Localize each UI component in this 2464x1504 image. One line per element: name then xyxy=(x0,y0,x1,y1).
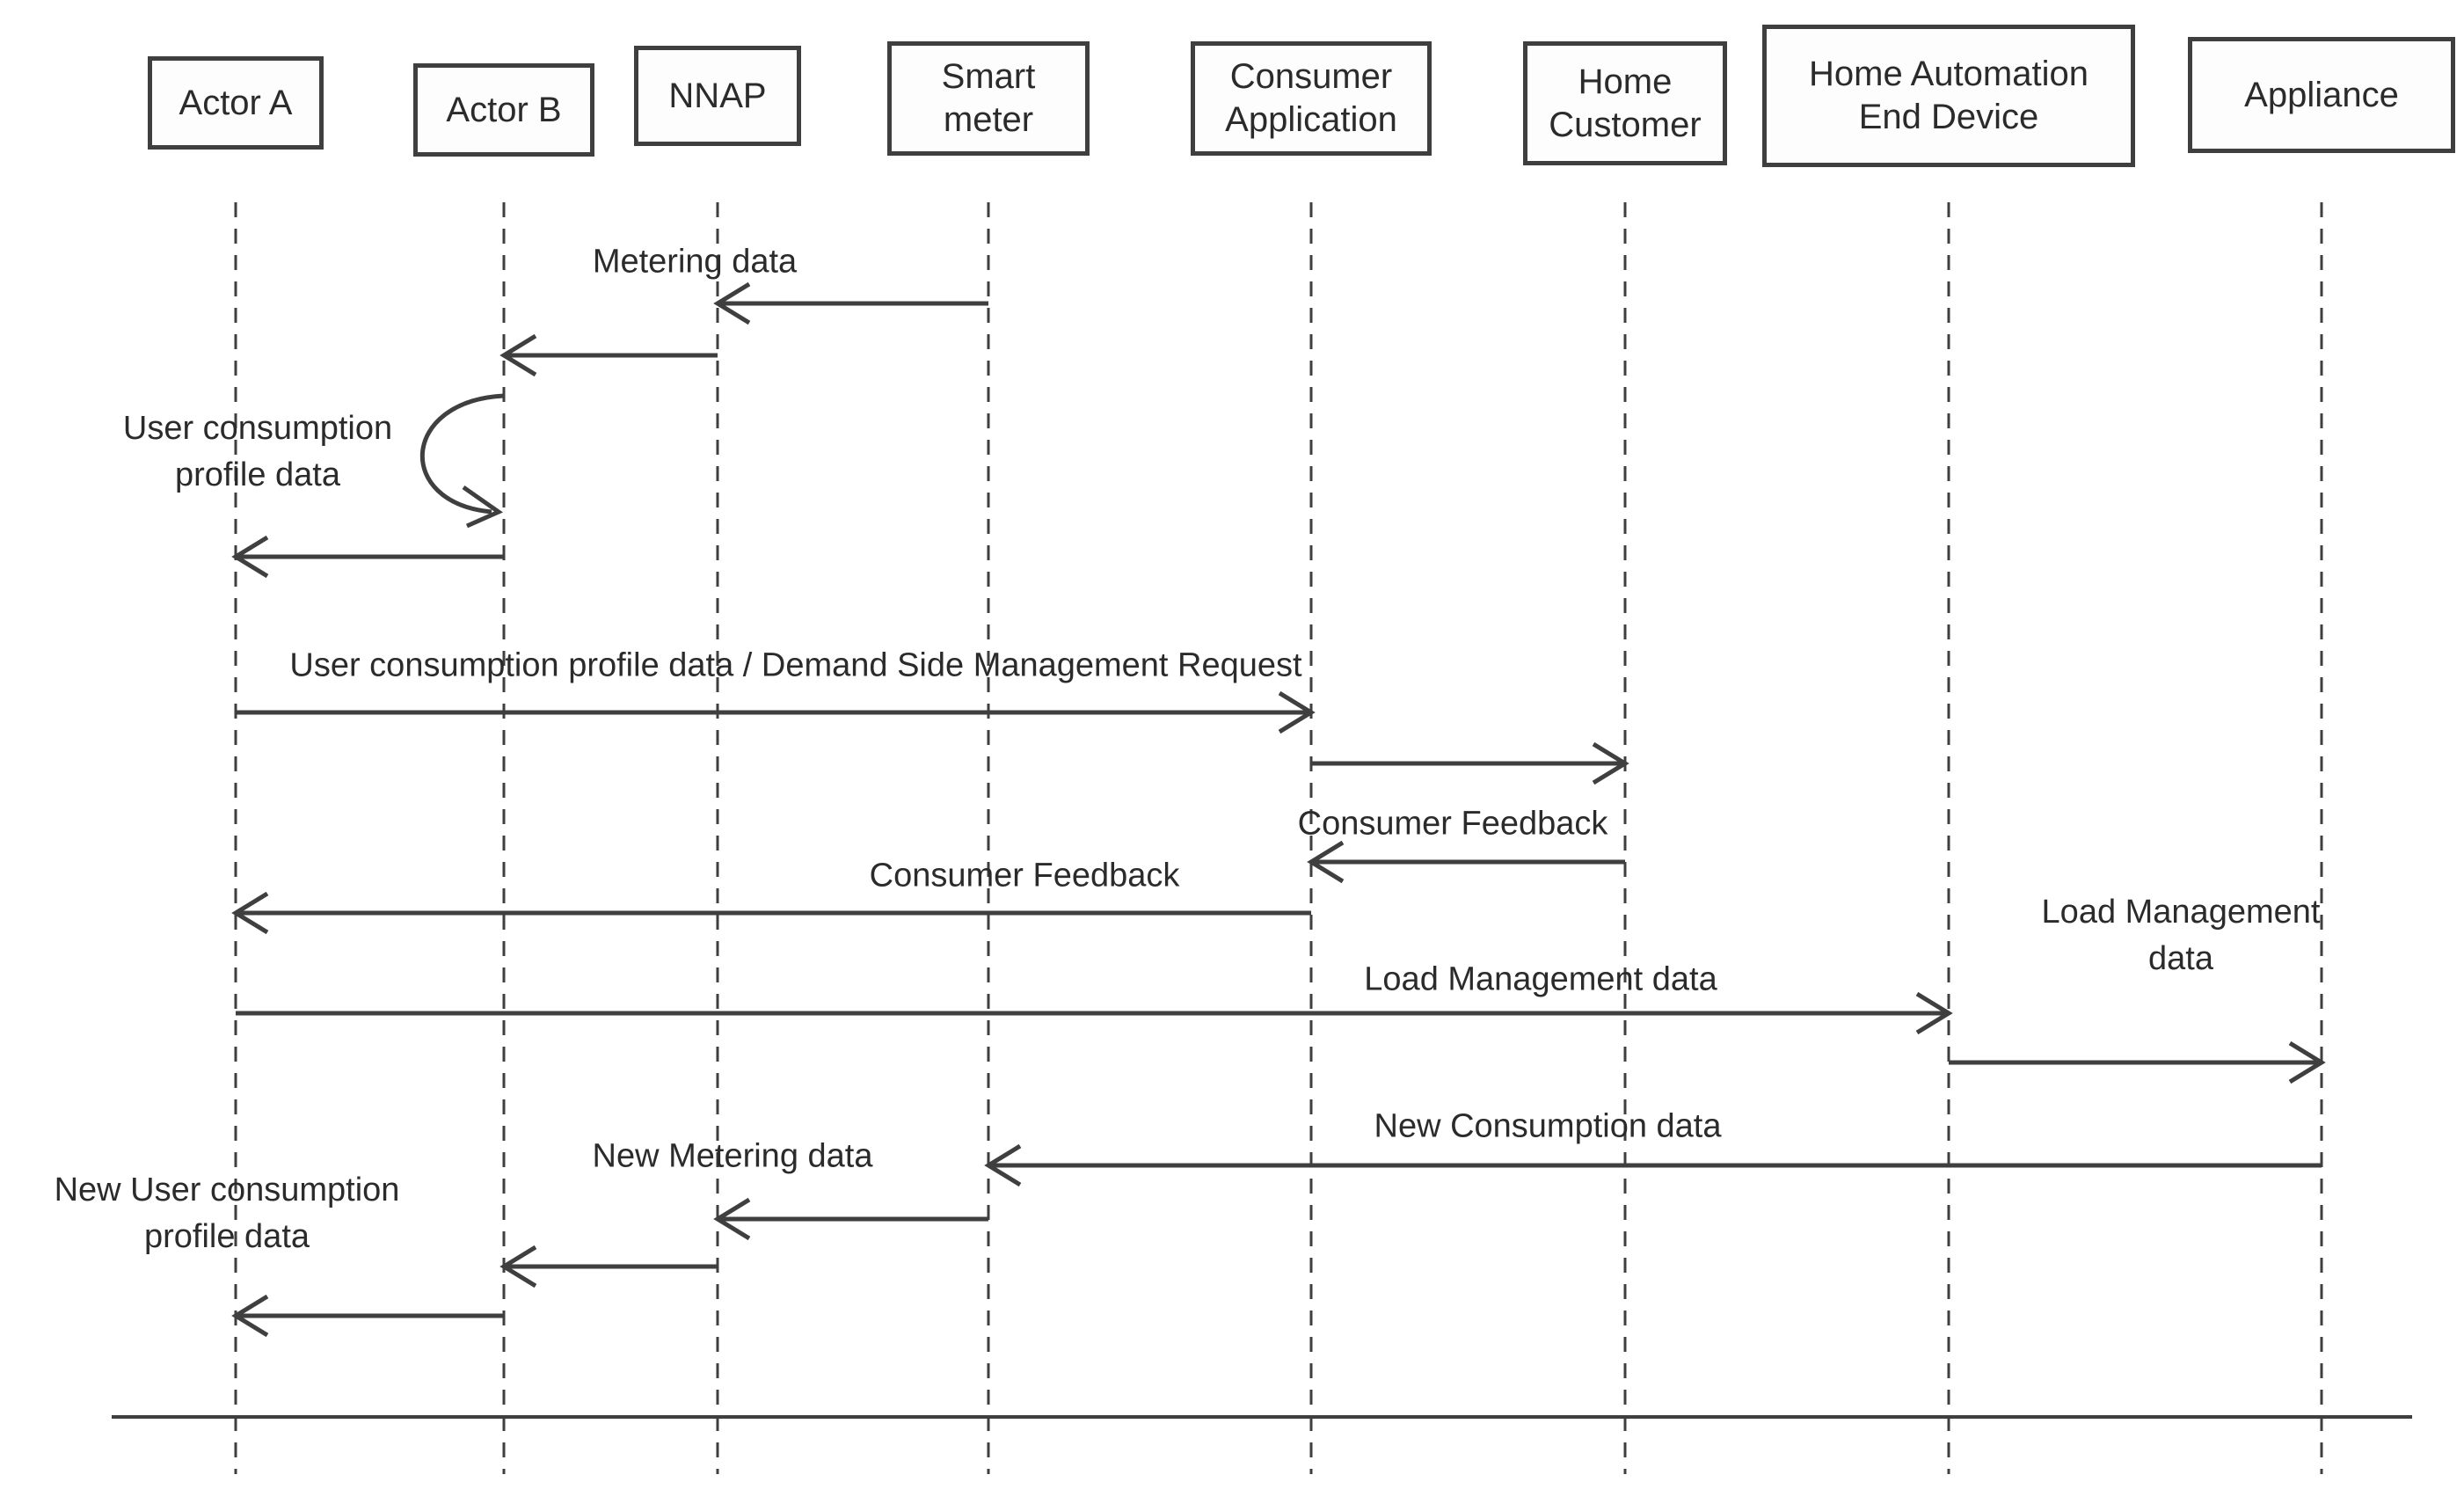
message-label-11: New Metering data xyxy=(592,1137,873,1175)
participant-label: Appliance xyxy=(2244,75,2399,114)
self-message-arrowhead-icon xyxy=(462,485,504,529)
participant-label: Home Automation End Device xyxy=(1809,55,2089,136)
arrowhead-icon xyxy=(1915,991,1953,1035)
participant-box-nnap: NNAP xyxy=(634,46,801,146)
arrowhead-icon xyxy=(1307,840,1345,884)
participant-box-appliance: Appliance xyxy=(2188,37,2455,153)
participant-box-actor-b: Actor B xyxy=(413,63,594,157)
message-label-9: Load Management data xyxy=(2041,893,2321,977)
participant-box-home-automation-end-device: Home Automation End Device xyxy=(1762,25,2135,167)
message-label-10: New Consumption data xyxy=(1374,1107,1722,1145)
arrowhead-icon xyxy=(1592,741,1629,785)
self-message-arc-actor-b xyxy=(419,393,505,515)
arrowhead-icon xyxy=(231,891,269,935)
arrowhead-icon xyxy=(2288,1040,2326,1084)
message-label-4: User consumption profile data / Demand S… xyxy=(289,646,1302,684)
participant-box-consumer-application: Consumer Application xyxy=(1191,41,1432,156)
arrowhead-icon xyxy=(1278,690,1316,734)
arrowhead-icon xyxy=(499,333,537,377)
participant-label: Smart meter xyxy=(941,57,1036,139)
participant-box-actor-a: Actor A xyxy=(148,56,324,150)
message-label-6: Consumer Feedback xyxy=(1297,805,1608,843)
participant-label: Actor B xyxy=(446,90,562,129)
message-label-0: Metering data xyxy=(592,243,798,281)
participant-box-home-customer: Home Customer xyxy=(1523,41,1727,165)
arrowhead-icon xyxy=(231,535,269,579)
arrowhead-icon xyxy=(713,281,751,325)
message-label-8: Load Management data xyxy=(1364,960,1717,998)
arrowhead-icon xyxy=(984,1143,1022,1187)
message-label-7: Consumer Feedback xyxy=(869,857,1180,894)
participant-label: Actor A xyxy=(179,83,293,122)
message-label-2: User consumption profile data xyxy=(122,409,393,493)
message-label-12: New User consumption profile data xyxy=(54,1171,400,1255)
participant-box-smart-meter: Smart meter xyxy=(887,41,1090,156)
participant-label: Consumer Application xyxy=(1225,57,1397,139)
participant-label: Home Customer xyxy=(1549,62,1702,144)
participant-label: NNAP xyxy=(668,76,767,115)
arrowhead-icon xyxy=(499,1245,537,1289)
arrowhead-icon xyxy=(713,1197,751,1241)
arrowhead-icon xyxy=(231,1294,269,1338)
